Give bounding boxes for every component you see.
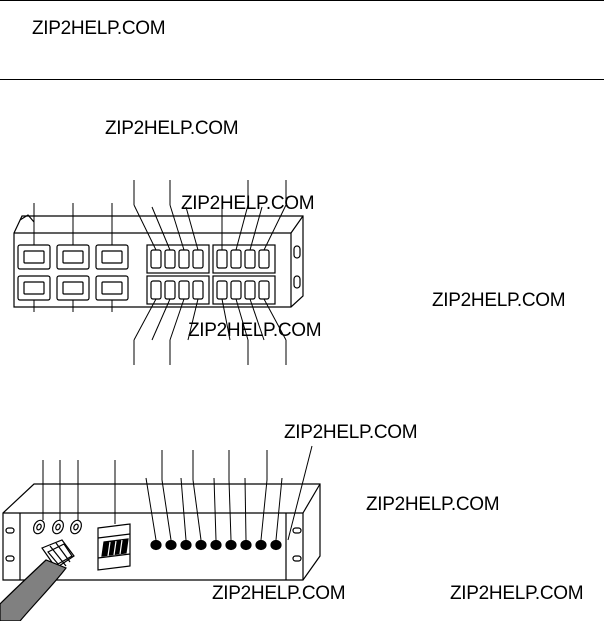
watermark-6: ZIP2HELP.COM	[366, 494, 500, 515]
rear-connectors	[150, 539, 282, 551]
cord-strain-relief	[41, 539, 75, 569]
inlet-module	[97, 523, 131, 571]
figure-2-callouts	[42, 445, 313, 541]
circuit-breakers	[32, 519, 83, 535]
pdu-rear-chassis	[2, 483, 321, 581]
watermark-1: ZIP2HELP.COM	[105, 118, 239, 139]
watermark-3: ZIP2HELP.COM	[432, 290, 566, 311]
watermark-8: ZIP2HELP.COM	[450, 583, 584, 604]
power-cord	[0, 559, 67, 621]
watermark-7: ZIP2HELP.COM	[212, 583, 346, 604]
top-rule	[0, 0, 604, 1]
watermark-header: ZIP2HELP.COM	[32, 18, 166, 39]
watermark-4: ZIP2HELP.COM	[188, 320, 322, 341]
figure-1-callouts	[33, 180, 287, 365]
watermark-5: ZIP2HELP.COM	[284, 422, 418, 443]
header-rule	[0, 79, 604, 80]
